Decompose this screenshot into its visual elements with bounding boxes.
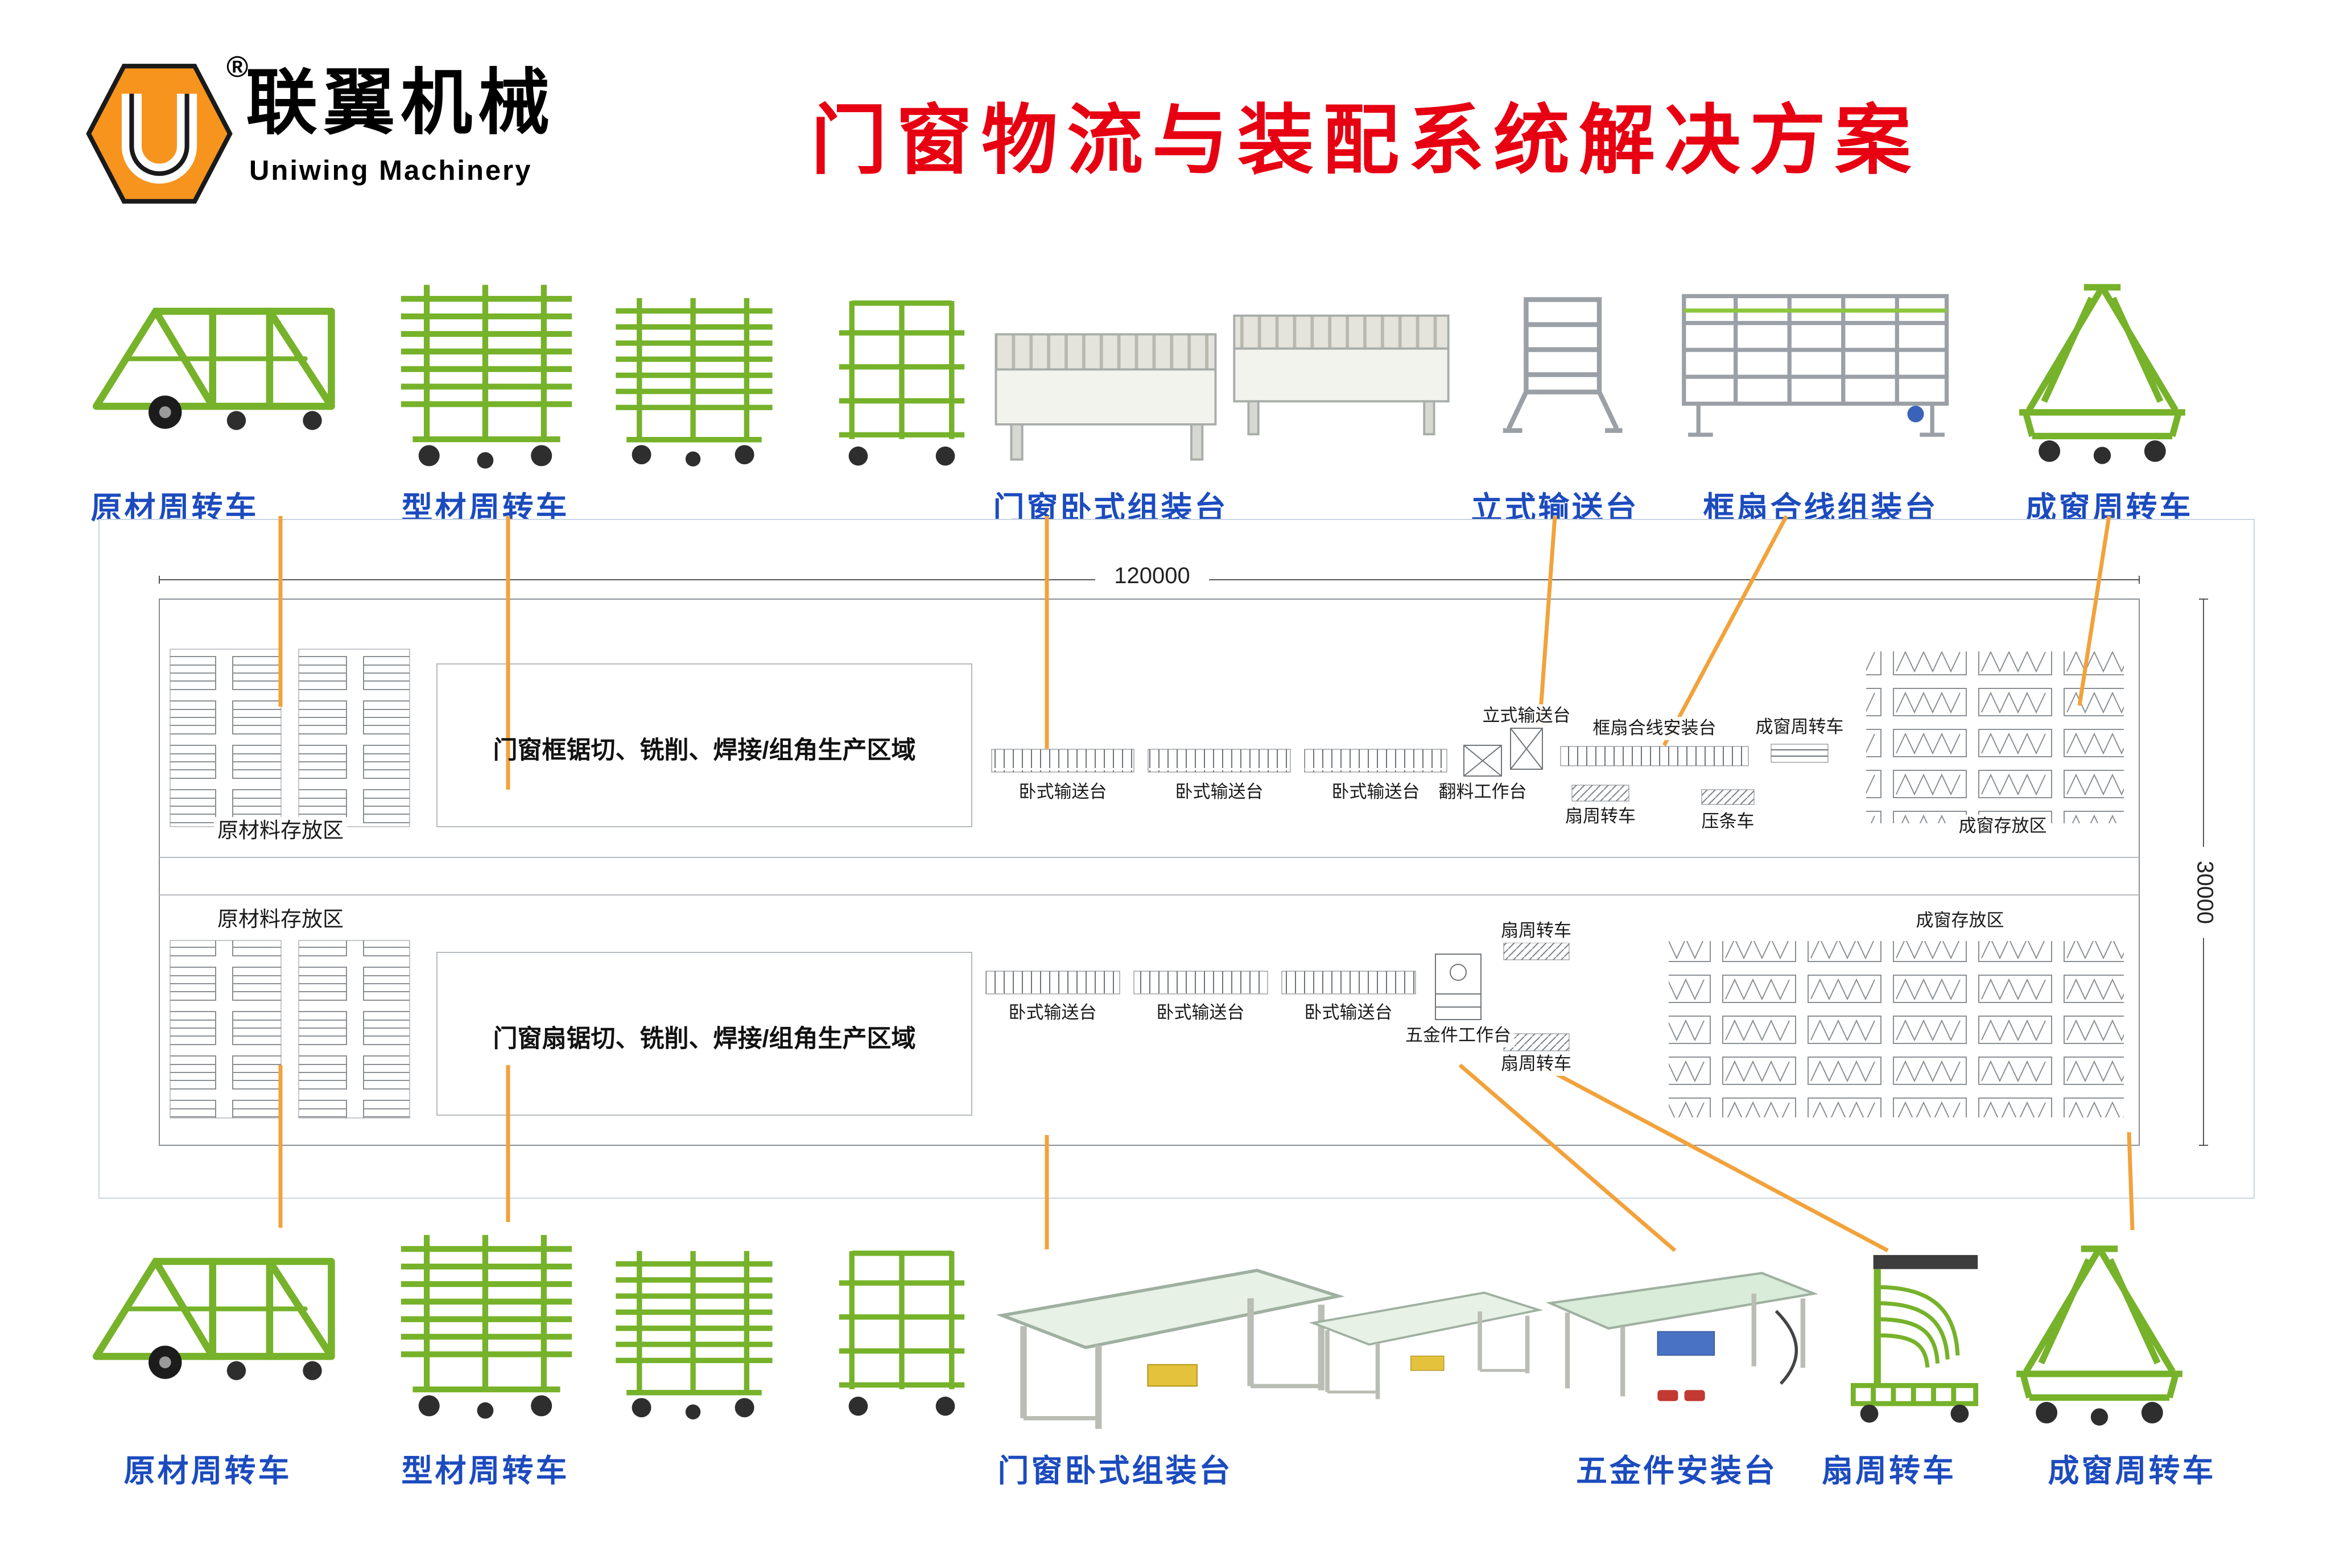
frame-line-production-label: 门窗框锯切、铣削、焊接/组角生产区域 xyxy=(493,737,916,764)
profile-rack-cart-icon xyxy=(378,273,595,478)
hardware-installation-table-icon xyxy=(1539,1255,1823,1411)
finished-storage-sash xyxy=(1669,941,2124,1117)
uniwing-logo-icon xyxy=(86,64,233,204)
bottom-label-raw-material-cart: 原材周转车 xyxy=(123,1453,292,1488)
station-label: 卧式输送台 xyxy=(1005,1001,1100,1025)
brand-name-cn: 联翼机械 xyxy=(246,63,555,143)
shelf-cart-icon xyxy=(822,287,981,475)
station-label: 卧式输送台 xyxy=(1015,781,1111,804)
station-label: 卧式输送台 xyxy=(1301,1001,1396,1025)
plan-height-dimension: 30000 xyxy=(2192,847,2218,938)
frame-sash-line-assembly-icon xyxy=(1670,282,1963,452)
raw-storage-frame-line xyxy=(170,649,410,827)
conveyor-line-frame xyxy=(991,728,1829,805)
profile-rack-cart-icon xyxy=(600,1240,788,1428)
horizontal-assembly-table-icon xyxy=(987,284,1459,467)
plan-width-dimension: 120000 xyxy=(1095,563,1209,589)
registered-trademark: ® xyxy=(226,51,249,84)
raw-material-cart-icon xyxy=(80,287,353,441)
station-label: 卧式输送台 xyxy=(1328,781,1423,804)
station-label: 成窗周转车 xyxy=(1752,716,1847,739)
horizontal-assembly-table-icon xyxy=(1303,1277,1548,1405)
station-label: 扇周转车 xyxy=(1497,919,1575,943)
shelf-cart-icon xyxy=(822,1237,981,1425)
station-label: 压条车 xyxy=(1698,810,1758,833)
finished-storage-frame xyxy=(1866,651,2124,823)
profile-rack-cart-icon xyxy=(378,1223,595,1428)
bottom-label-profile-cart: 型材周转车 xyxy=(401,1453,570,1488)
bottom-label-hardware-table: 五金件安装台 xyxy=(1575,1453,1778,1488)
station-label: 卧式输送台 xyxy=(1171,781,1267,804)
profile-rack-cart-icon xyxy=(600,287,788,475)
finished-window-cart-icon xyxy=(2000,273,2205,475)
station-label: 成窗存放区 xyxy=(1912,909,2008,932)
station-label: 成窗存放区 xyxy=(1955,815,2050,838)
vertical-conveyor-icon xyxy=(1499,282,1624,452)
station-label: 框扇合线安装台 xyxy=(1589,717,1720,740)
bottom-label-horizontal-table: 门窗卧式组装台 xyxy=(997,1453,1233,1488)
sash-line-production-label: 门窗扇锯切、铣削、焊接/组角生产区域 xyxy=(493,1025,916,1053)
aisle-lines xyxy=(159,857,2139,896)
raw-material-cart-icon xyxy=(80,1237,353,1391)
sash-transfer-cart-icon xyxy=(1829,1246,2000,1434)
station-label: 立式输送台 xyxy=(1479,704,1574,728)
station-label: 扇周转车 xyxy=(1562,805,1639,828)
bottom-label-sash-cart: 扇周转车 xyxy=(1821,1453,1957,1488)
conveyor-line-sash xyxy=(985,942,1570,1051)
production-area-frame xyxy=(436,663,972,827)
production-area-sash xyxy=(436,952,972,1116)
station-label: 扇周转车 xyxy=(1497,1053,1575,1076)
factory-floor-plan xyxy=(98,519,2255,1199)
brand-name-en: Uniwing Machinery xyxy=(249,155,533,186)
page-title: 门窗物流与装配系统解决方案 xyxy=(810,98,1920,183)
frame-line-storage-label: 原材料存放区 xyxy=(214,817,347,845)
station-label: 五金件工作台 xyxy=(1402,1024,1515,1047)
raw-storage-sash-line xyxy=(170,940,410,1119)
bottom-label-finished-window: 成窗周转车 xyxy=(2048,1453,2216,1488)
horizontal-assembly-table-icon xyxy=(987,1249,1351,1437)
station-label: 翻料工作台 xyxy=(1435,781,1530,804)
station-label: 卧式输送台 xyxy=(1153,1001,1248,1025)
sash-line-storage-label: 原材料存放区 xyxy=(214,906,347,934)
finished-window-cart-icon xyxy=(1997,1235,2202,1437)
